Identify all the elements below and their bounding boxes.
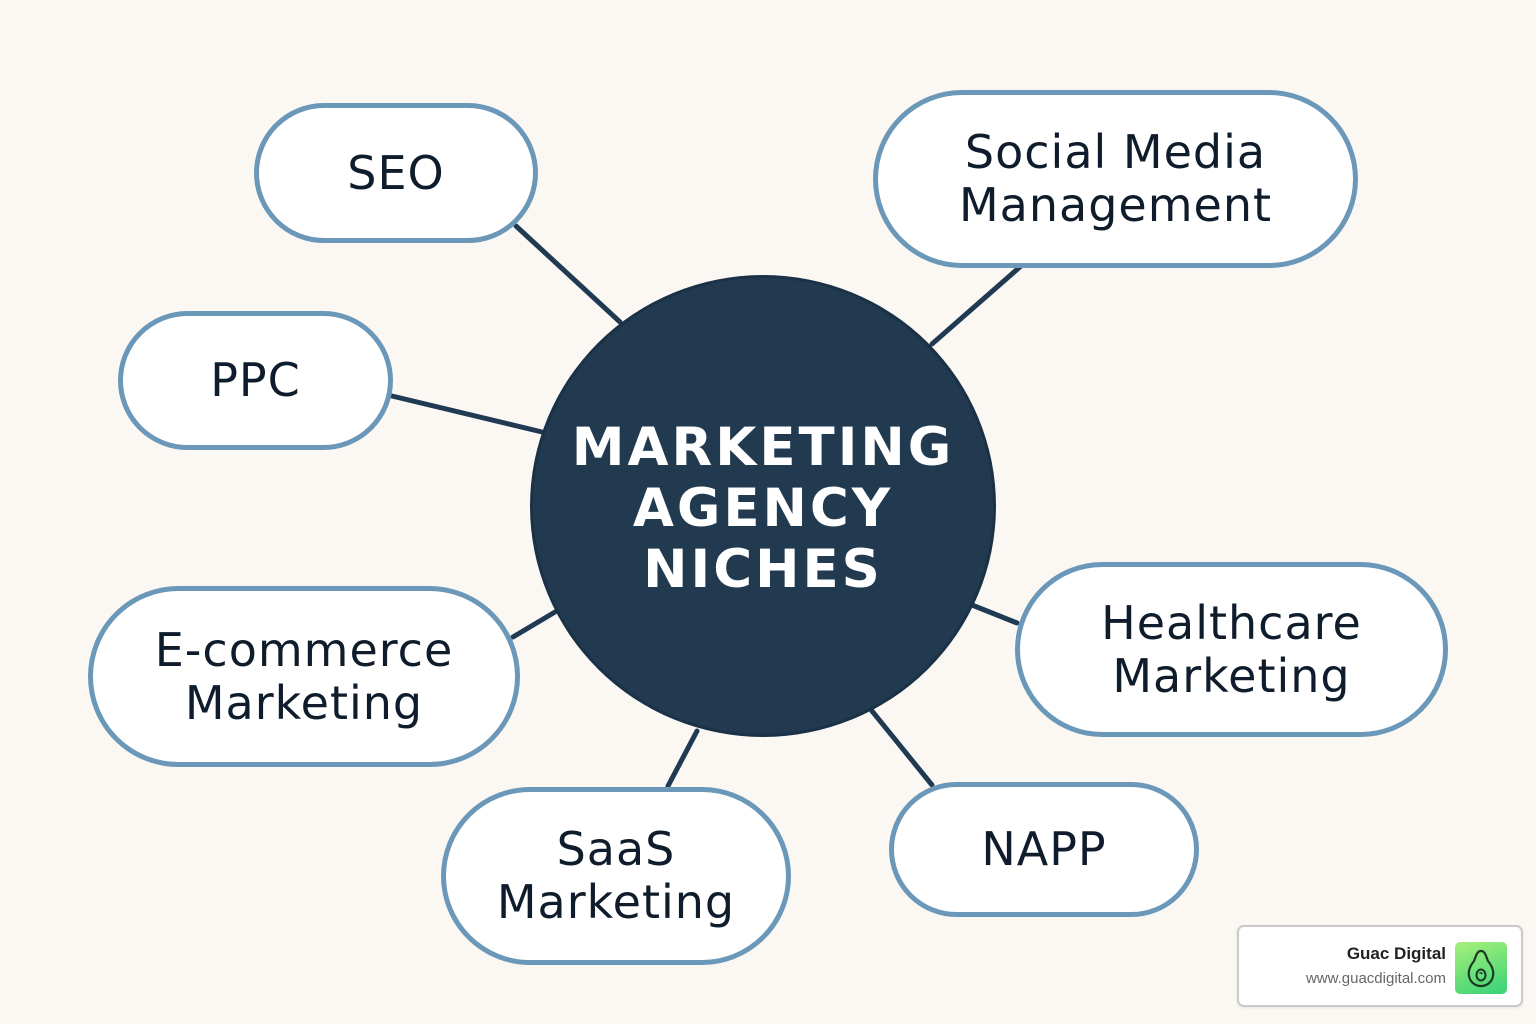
node-napp-label: NAPP — [981, 822, 1107, 876]
node-seo: SEO — [254, 103, 538, 243]
brand-badge[interactable]: Guac Digital www.guacdigital.com — [1237, 925, 1523, 1007]
node-healthcare-marketing-label: Healthcare Marketing — [1101, 595, 1362, 703]
node-social-media-management: Social Media Management — [873, 90, 1358, 268]
avocado-icon — [1455, 942, 1507, 994]
brand-name: Guac Digital — [1346, 944, 1446, 963]
node-ppc-label: PPC — [210, 353, 301, 407]
node-saas-marketing-label: SaaS Marketing — [496, 822, 736, 929]
node-social-media-management-label: Social Media Management — [958, 125, 1273, 232]
connector-ecom — [510, 609, 558, 640]
connector-ppc — [389, 393, 545, 435]
connector-social — [929, 263, 1024, 347]
node-ppc: PPC — [118, 311, 393, 450]
connector-napp — [869, 708, 935, 788]
brand-url[interactable]: www.guacdigital.com — [1305, 970, 1446, 987]
connector-seo — [513, 223, 623, 325]
node-seo-label: SEO — [347, 145, 445, 200]
node-ecommerce-marketing-label: E-commerce Marketing — [154, 622, 454, 730]
connector-saas — [665, 728, 700, 789]
node-healthcare-marketing: Healthcare Marketing — [1015, 562, 1448, 737]
connector-health — [969, 602, 1020, 626]
central-topic-label: MARKETING AGENCY NICHES — [571, 416, 955, 600]
node-napp: NAPP — [889, 782, 1199, 917]
node-ecommerce-marketing: E-commerce Marketing — [88, 586, 520, 767]
central-topic-node: MARKETING AGENCY NICHES — [530, 275, 996, 737]
node-saas-marketing: SaaS Marketing — [441, 787, 791, 965]
